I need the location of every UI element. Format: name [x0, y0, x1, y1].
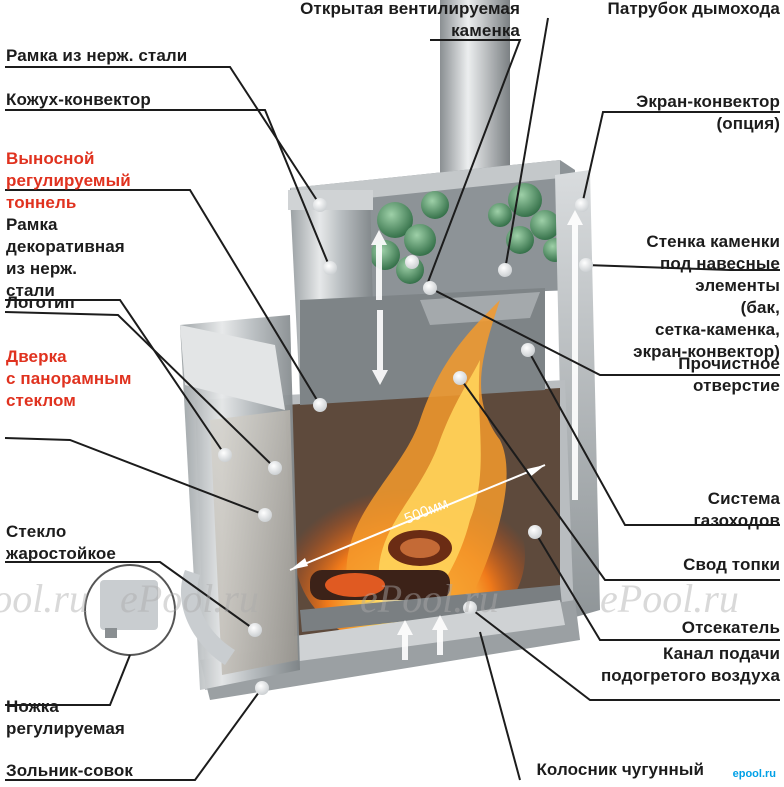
watermark-3: ePool.ru: [360, 576, 499, 621]
air-arrows: [371, 210, 583, 660]
label-door: Дверка с панорамным стеклом: [6, 347, 132, 410]
label-vault: Свод топки: [683, 555, 780, 574]
label-casing: Кожух-конвектор: [6, 90, 151, 109]
label-grate: Колосник чугунный: [536, 760, 704, 779]
label-decor-frame: Рамка декоративная из нерж. стали: [6, 215, 125, 300]
dimension-line: [289, 464, 546, 571]
glass: [210, 410, 298, 675]
leader-lines: [4, 17, 780, 781]
decor-frame: [180, 325, 285, 410]
label-air: Канал подачи подогретого воздуха: [600, 644, 780, 685]
label-cleaning: Прочистное отверстие: [678, 354, 780, 395]
watermark-4: ePool.ru: [600, 576, 739, 621]
label-frame-steel: Рамка из нерж. стали: [6, 46, 188, 65]
label-chimney: Патрубок дымохода: [607, 0, 780, 18]
label-logo: Логотип: [6, 293, 75, 312]
label-ash: Зольник-совок: [6, 761, 134, 780]
ash-pan: [265, 600, 565, 665]
label-wall: Стенка каменки под навесные элементы (ба…: [633, 232, 780, 361]
label-leg: Ножка регулируемая: [6, 697, 125, 738]
corner-logo: epool.ru: [732, 768, 776, 780]
watermark-2: ePool.ru: [120, 576, 259, 621]
label-screen: Экран-конвектор (опция): [636, 92, 780, 133]
label-open-stove: Открытая вентилируемая каменка: [300, 0, 520, 40]
grate: [300, 585, 562, 632]
label-gas: Система газоходов: [693, 489, 780, 530]
label-cutoff: Отсекатель: [681, 618, 780, 637]
logs: [310, 530, 452, 600]
watermark-1: ePool.ru: [0, 576, 89, 621]
door-handle: [180, 570, 235, 665]
label-glass: Стекло жаростойкое: [6, 522, 116, 563]
label-tunnel: Выносной регулируемый тоннель: [6, 149, 131, 212]
leader-dots: [218, 198, 593, 695]
